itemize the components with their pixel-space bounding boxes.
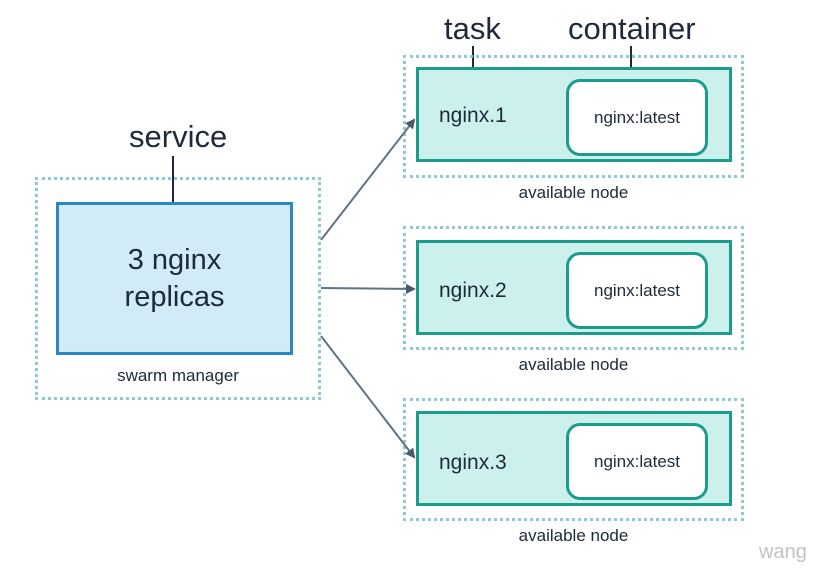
task-name-3: nginx.3 (439, 451, 507, 474)
container-box-2: nginx:latest (566, 252, 708, 329)
node-frame-3 (403, 398, 744, 521)
swarm-manager-frame (35, 177, 321, 400)
task-box-3: nginx.3 nginx:latest (416, 411, 732, 506)
service-label: service (129, 119, 228, 154)
arrow-to-node-1 (320, 118, 416, 241)
node-caption-1: available node (518, 183, 629, 202)
service-line-2: replicas (124, 280, 225, 313)
task-box-2: nginx.2 nginx:latest (416, 240, 732, 335)
task-name-2: nginx.2 (439, 279, 507, 302)
container-box-3: nginx:latest (566, 423, 708, 500)
service-leader-line (172, 156, 174, 236)
task-label: task (444, 11, 501, 46)
node-caption-2: available node (518, 355, 629, 374)
container-image-1: nginx:latest (594, 107, 680, 127)
arrow-to-node-3 (320, 335, 416, 459)
arrow-to-node-2 (320, 283, 416, 294)
container-image-3: nginx:latest (594, 451, 680, 471)
container-box-1: nginx:latest (566, 79, 708, 156)
swarm-manager-caption: swarm manager (117, 366, 239, 385)
service-line-1: 3 nginx (127, 243, 222, 276)
service-box: 3 nginx replicas (56, 202, 293, 355)
task-name-1: nginx.1 (439, 104, 507, 127)
watermark: wang (759, 541, 807, 563)
container-image-2: nginx:latest (594, 280, 680, 300)
service-text: 3 nginx replicas (125, 242, 225, 316)
container-label: container (568, 11, 696, 46)
task-box-1: nginx.1 nginx:latest (416, 67, 732, 162)
node-frame-1 (403, 55, 744, 178)
node-caption-3: available node (518, 526, 629, 545)
